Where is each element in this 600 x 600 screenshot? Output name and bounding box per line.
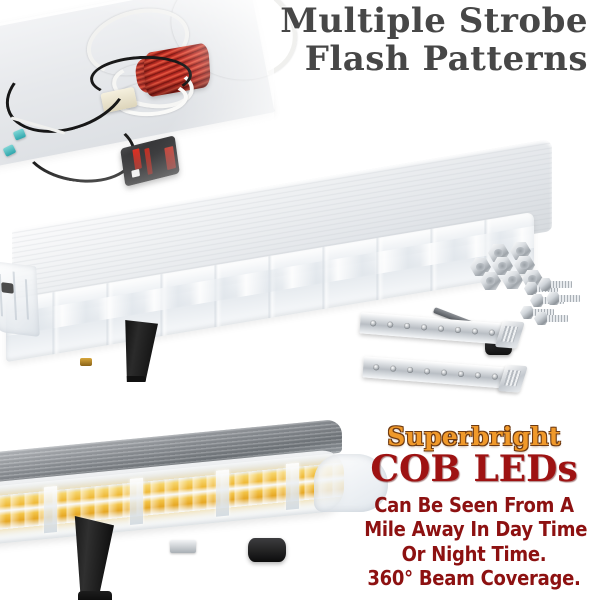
bolt-head: [546, 292, 561, 305]
lens-divider: [44, 486, 57, 534]
hex-nut: [470, 258, 491, 276]
endcap-rib: [12, 271, 18, 321]
chrome-hardware-group: [462, 242, 592, 332]
lens-divider: [130, 477, 143, 525]
bracket-hole: [406, 366, 414, 374]
closeup-foot-base: [78, 591, 112, 600]
superbright-headline: Superbright: [387, 422, 561, 451]
bolt-head: [530, 294, 545, 307]
bracket-hole: [491, 373, 499, 380]
sales-line: Or Night Time.: [401, 541, 547, 566]
bolt-shaft: [547, 315, 568, 322]
closeup-rubber-foot: [248, 538, 286, 562]
lens-divider: [216, 469, 229, 517]
bracket-hole: [471, 328, 479, 335]
closeup-right-endcap: [314, 454, 388, 512]
page-title-line-2: Flash Patterns: [304, 39, 588, 79]
closeup-mount-bolt: [170, 540, 196, 553]
cob-leds-headline: COB LEDs: [370, 448, 578, 490]
hex-nut: [492, 257, 513, 275]
bracket-hole: [440, 369, 448, 376]
bolt-head: [538, 278, 553, 291]
bolt-head: [520, 306, 535, 319]
bracket-hole: [474, 372, 482, 379]
bracket-hole: [454, 326, 462, 334]
endcap-shadow-detail: [1, 282, 14, 294]
foot-base-cap: [125, 376, 146, 382]
lightbar-left-endcap: [0, 261, 40, 337]
bracket-hole: [389, 365, 397, 372]
hex-nut: [510, 242, 531, 260]
hex-bolt: [534, 312, 568, 325]
cob-led-closeup-photo: [0, 418, 388, 600]
bracket-hole: [437, 325, 445, 332]
bolt-shaft: [551, 281, 572, 288]
sales-line: 360° Beam Coverage.: [367, 565, 581, 590]
brass-fitting: [80, 358, 92, 366]
bracket-hole: [369, 320, 377, 327]
endcap-rib: [0, 273, 4, 317]
bracket-hole: [372, 364, 380, 371]
sales-copy-lines: Can Be Seen From A Mile Away In Day Time…: [352, 493, 596, 591]
endcap-rib: [24, 279, 29, 320]
bracket-hole: [457, 370, 465, 378]
bolt-head: [524, 282, 539, 295]
hex-nut: [480, 272, 501, 290]
bracket-hole: [403, 322, 411, 330]
bolt-shaft: [559, 295, 580, 302]
page-title-line-1: Multiple Strobe: [280, 1, 588, 41]
bolt-head: [534, 312, 549, 325]
hex-nut: [514, 256, 535, 274]
sales-copy-block: Superbright COB LEDs Can Be Seen From A …: [352, 424, 596, 590]
hex-bolt: [546, 292, 580, 305]
sales-line: Can Be Seen From A: [374, 492, 574, 517]
bracket-hole: [420, 324, 428, 331]
sales-line: Mile Away In Day Time: [364, 517, 588, 542]
bracket-hole: [386, 321, 394, 328]
main-lightbar-photo: [0, 138, 584, 390]
hex-bolt: [538, 278, 572, 291]
lens-divider: [286, 462, 299, 510]
bracket-hole: [423, 368, 431, 375]
bracket-hole: [488, 329, 496, 336]
hex-nut: [502, 271, 523, 289]
